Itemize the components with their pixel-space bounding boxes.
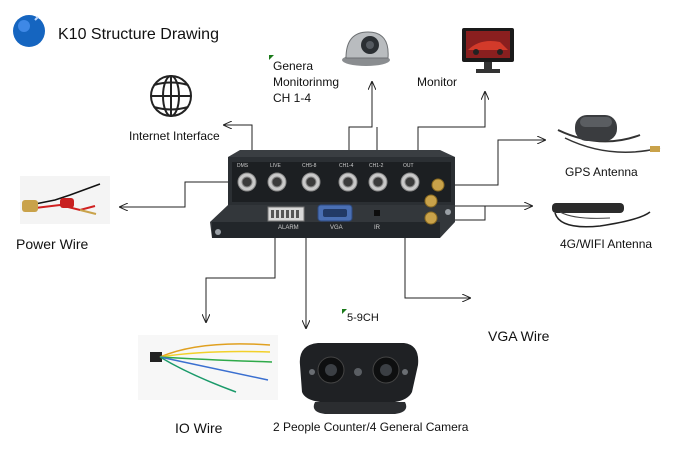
- wifi-antenna-image: [552, 203, 651, 228]
- people-counter-camera-image: [299, 343, 419, 414]
- line-internet: [224, 125, 253, 162]
- label-wifi-antenna: 4G/WIFI Antenna: [560, 237, 653, 251]
- label-internet-interface: Internet Interface: [129, 129, 220, 143]
- port-label-ch58: CH5-8: [302, 163, 317, 169]
- label-vga-wire: VGA Wire: [488, 328, 550, 344]
- line-monitor: [417, 92, 485, 165]
- ir-label: IR: [374, 225, 380, 231]
- logo-circle-icon: [13, 15, 45, 47]
- label-monitoring-line1: Genera: [273, 59, 314, 73]
- connection-lines: [120, 82, 545, 328]
- label-camera: 2 People Counter/4 General Camera: [273, 420, 469, 434]
- vga-port-label: VGA: [330, 225, 343, 231]
- label-monitoring-line2: Monitorinmg: [273, 75, 340, 89]
- label-io-wire: IO Wire: [175, 420, 223, 436]
- page-title: K10 Structure Drawing: [58, 26, 219, 43]
- gps-antenna-image: [557, 115, 661, 153]
- line-wifi-b: [455, 206, 486, 221]
- line-io: [206, 233, 276, 322]
- port-label-dms: DMS: [237, 163, 249, 169]
- monitor-image: [462, 28, 514, 73]
- line-monitoring-a: [348, 82, 372, 172]
- flag-marker-ch59: [342, 309, 347, 314]
- label-monitor: Monitor: [417, 75, 458, 89]
- label-power-wire: Power Wire: [16, 236, 89, 252]
- flag-marker: [269, 55, 274, 60]
- power-wire-image: [20, 176, 110, 224]
- alarm-label: ALARM: [278, 225, 299, 231]
- port-label-ch12: CH1-2: [369, 163, 384, 169]
- line-power: [120, 181, 240, 207]
- label-monitoring-line3: CH 1-4: [273, 91, 312, 105]
- label-5-9ch: 5-9CH: [347, 312, 379, 324]
- label-monitoring: Genera Monitorinmg CH 1-4: [273, 58, 339, 106]
- globe-icon: [150, 75, 192, 117]
- line-gps: [455, 140, 545, 186]
- dome-camera-image: [342, 31, 390, 66]
- k10-mdvr-device: [210, 150, 455, 238]
- port-label-ch14: CH1-4: [339, 163, 354, 169]
- label-gps-antenna: GPS Antenna: [565, 165, 638, 179]
- port-label-live: LIVE: [270, 163, 281, 169]
- io-wire-image: [138, 335, 278, 400]
- line-vga: [404, 215, 470, 298]
- port-label-out: OUT: [403, 163, 414, 169]
